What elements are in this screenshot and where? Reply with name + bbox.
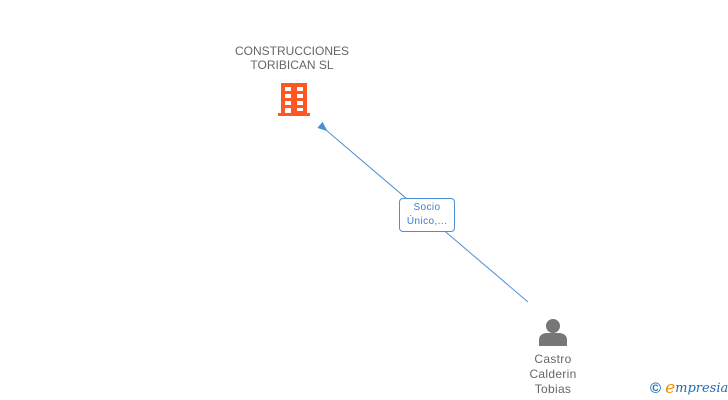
person-node-label[interactable]: Castro Calderin Tobias — [508, 352, 598, 397]
brand-logo-e: e — [665, 378, 676, 398]
edge-label-line1: Socio — [413, 202, 441, 213]
company-node-label[interactable]: CONSTRUCCIONES TORIBICAN SL — [212, 44, 372, 72]
company-name-line2: TORIBICAN SL — [250, 58, 334, 72]
edge-label-line2: Único,... — [406, 216, 448, 227]
building-icon[interactable] — [278, 82, 310, 116]
person-name-line2: Calderin — [529, 367, 577, 381]
edge-relationship-label[interactable]: Socio Único,... — [399, 198, 455, 232]
brand-logo-text: mpresia — [675, 380, 728, 396]
person-icon[interactable] — [538, 318, 568, 346]
company-name-line1: CONSTRUCCIONES — [234, 44, 349, 58]
empresia-brand[interactable]: © e mpresia — [650, 378, 728, 398]
copyright-icon: © — [650, 379, 662, 397]
person-name-line1: Castro — [534, 352, 572, 366]
person-name-line3: Tobias — [534, 382, 572, 396]
